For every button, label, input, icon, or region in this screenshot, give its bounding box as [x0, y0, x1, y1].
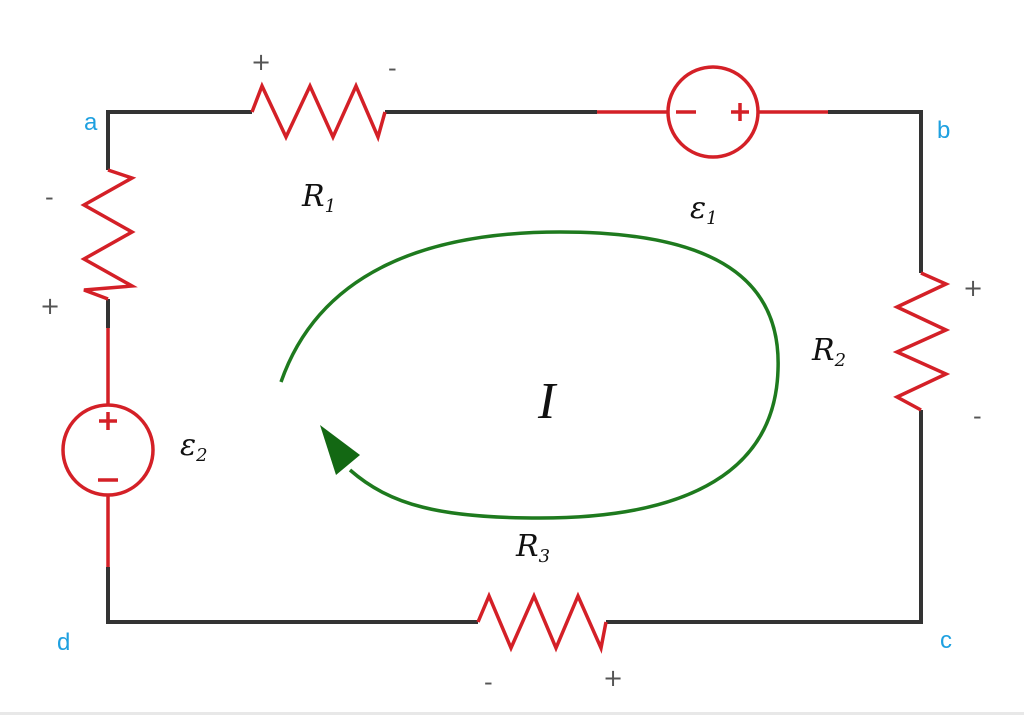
r1-label: R1 [301, 179, 336, 217]
r2-polarity-top: + [963, 274, 983, 302]
r1-polarity-right: - [388, 54, 397, 82]
r3-polarity-right: + [603, 664, 623, 692]
left-resistor-polarity-top: - [45, 183, 54, 211]
components [61, 65, 951, 654]
r2-label: R2 [811, 333, 846, 371]
e2-label: ε2 [180, 428, 208, 466]
node-d-label: d [57, 629, 70, 656]
node-b-label: b [937, 117, 950, 144]
resistor-left [80, 168, 138, 301]
loop-arc [279, 230, 780, 520]
node-a-label: a [84, 109, 98, 136]
bottom-divider [0, 712, 1024, 715]
node-labels: a b c d [57, 109, 952, 656]
emf-source-e2 [61, 403, 155, 497]
current-loop [279, 230, 780, 520]
resistor-r3 [476, 591, 608, 654]
wire-r3-to-d-to-e2 [106, 567, 478, 624]
e1-label: ε1 [690, 191, 718, 229]
wire-e1-to-b-to-r2 [828, 110, 923, 273]
left-resistor-polarity-bottom: + [40, 292, 60, 320]
r1-polarity-left: + [251, 48, 271, 76]
resistor-r2 [892, 271, 951, 412]
wires [106, 110, 923, 624]
r3-polarity-left: - [484, 668, 493, 696]
node-c-label: c [940, 627, 952, 654]
wire-r2-to-c-to-r3 [606, 410, 923, 624]
emf-source-e1 [666, 65, 760, 159]
r2-polarity-bottom: - [973, 402, 982, 430]
current-label: I [537, 373, 558, 430]
component-labels: R1 ε1 R2 R3 ε2 I [180, 179, 846, 567]
resistor-r1 [250, 81, 387, 143]
wire-a-to-r1 [106, 110, 252, 170]
loop-arrowhead-icon [320, 425, 360, 475]
r3-label: R3 [515, 529, 550, 567]
polarity-markers: + - + - - + - + [40, 48, 983, 696]
